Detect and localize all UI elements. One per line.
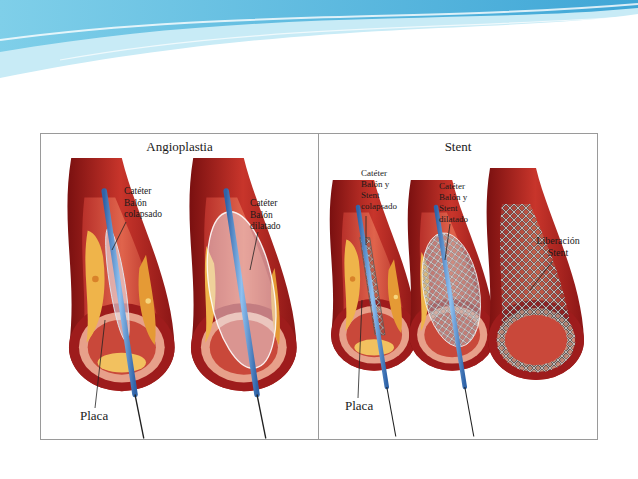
panel-heading: Stent xyxy=(319,139,597,155)
callout-label: Catéter Balón y Stent dilatado xyxy=(439,181,483,225)
callout-label: Catéter Balón y Stent colapsado xyxy=(361,168,405,212)
callout-label: Placa xyxy=(80,408,140,424)
callout-label: Placa xyxy=(345,398,405,414)
panel-frame: Angioplastia xyxy=(40,133,319,440)
callout-label: Liberación Stent xyxy=(530,235,586,259)
callout-label: Catéter Balón dilatado xyxy=(250,198,300,233)
panel-heading: Angioplastia xyxy=(41,139,318,155)
panel-frame: Stent xyxy=(318,133,598,440)
callout-label: Catéter Balón colapsado xyxy=(124,186,174,221)
